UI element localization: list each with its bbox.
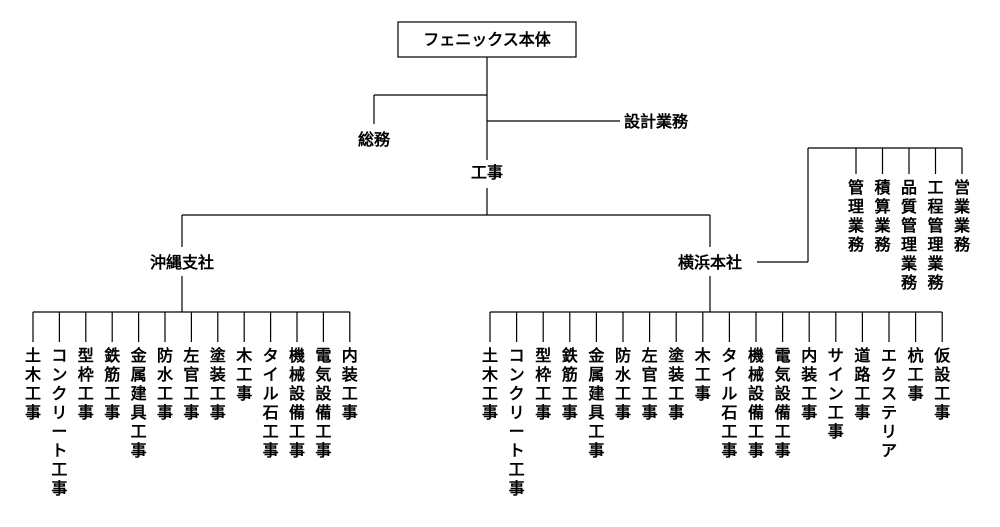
department-label: 品質管理業務 [900, 178, 918, 292]
department-label: 土木工事 [481, 346, 499, 422]
department-label: 電気設備工事 [775, 346, 792, 460]
department-label: 左官工事 [182, 346, 199, 422]
root-box [397, 21, 577, 58]
department-label: 内装工事 [800, 346, 817, 422]
department-label: 営業業務 [953, 178, 971, 254]
department-label: タイル石工事 [262, 346, 279, 460]
department-label: 防水工事 [615, 346, 632, 422]
department-label: サイン工事 [828, 346, 844, 441]
department-label: 塗装工事 [667, 346, 685, 422]
department-label: 仮設工事 [933, 346, 951, 422]
department-label: 塗装工事 [209, 346, 227, 422]
general-affairs-label: 総務 [358, 130, 391, 149]
construction-label: 工事 [471, 163, 503, 182]
department-label: 左官工事 [641, 346, 658, 422]
department-label: 金属建具工事 [587, 346, 605, 460]
yokohama-departments: 土木工事コンクリート工事型枠工事鉄筋工事金属建具工事防水工事左官工事塗装工事木工… [481, 312, 951, 498]
department-label: 機械設備工事 [748, 346, 765, 460]
department-label: 木工事 [694, 346, 712, 403]
department-label: 土木工事 [24, 346, 42, 422]
department-label: コンクリート工事 [51, 346, 67, 498]
department-label: 機械設備工事 [289, 346, 306, 460]
department-label: 鉄筋工事 [561, 346, 578, 422]
department-label: コンクリート工事 [509, 346, 525, 498]
department-label: 型枠工事 [535, 346, 551, 422]
department-label: 積算業務 [873, 178, 891, 254]
okinawa-departments: 土木工事コンクリート工事型枠工事鉄筋工事金属建具工事防水工事左官工事塗装工事木工… [24, 312, 358, 498]
department-label: 杭工事 [908, 346, 924, 403]
okinawa-branch-label: 沖縄支社 [150, 253, 214, 272]
department-label: 電気設備工事 [315, 346, 332, 460]
department-label: タイル石工事 [720, 346, 737, 460]
department-label: 防水工事 [157, 346, 174, 422]
department-label: エクステリア [881, 346, 897, 460]
department-label: 工程管理業務 [926, 178, 944, 292]
department-label: 管理業務 [847, 178, 865, 254]
department-label: 型枠工事 [78, 346, 94, 422]
department-label: 道路工事 [854, 346, 871, 422]
department-label: 内装工事 [341, 346, 358, 422]
design-label: 設計業務 [624, 112, 689, 131]
department-label: 金属建具工事 [130, 346, 148, 460]
root-label: フェニックス本体 [423, 30, 552, 49]
department-label: 木工事 [235, 346, 253, 403]
yokohama-branch-label: 横浜本社 [678, 253, 742, 272]
department-label: 鉄筋工事 [103, 346, 120, 422]
